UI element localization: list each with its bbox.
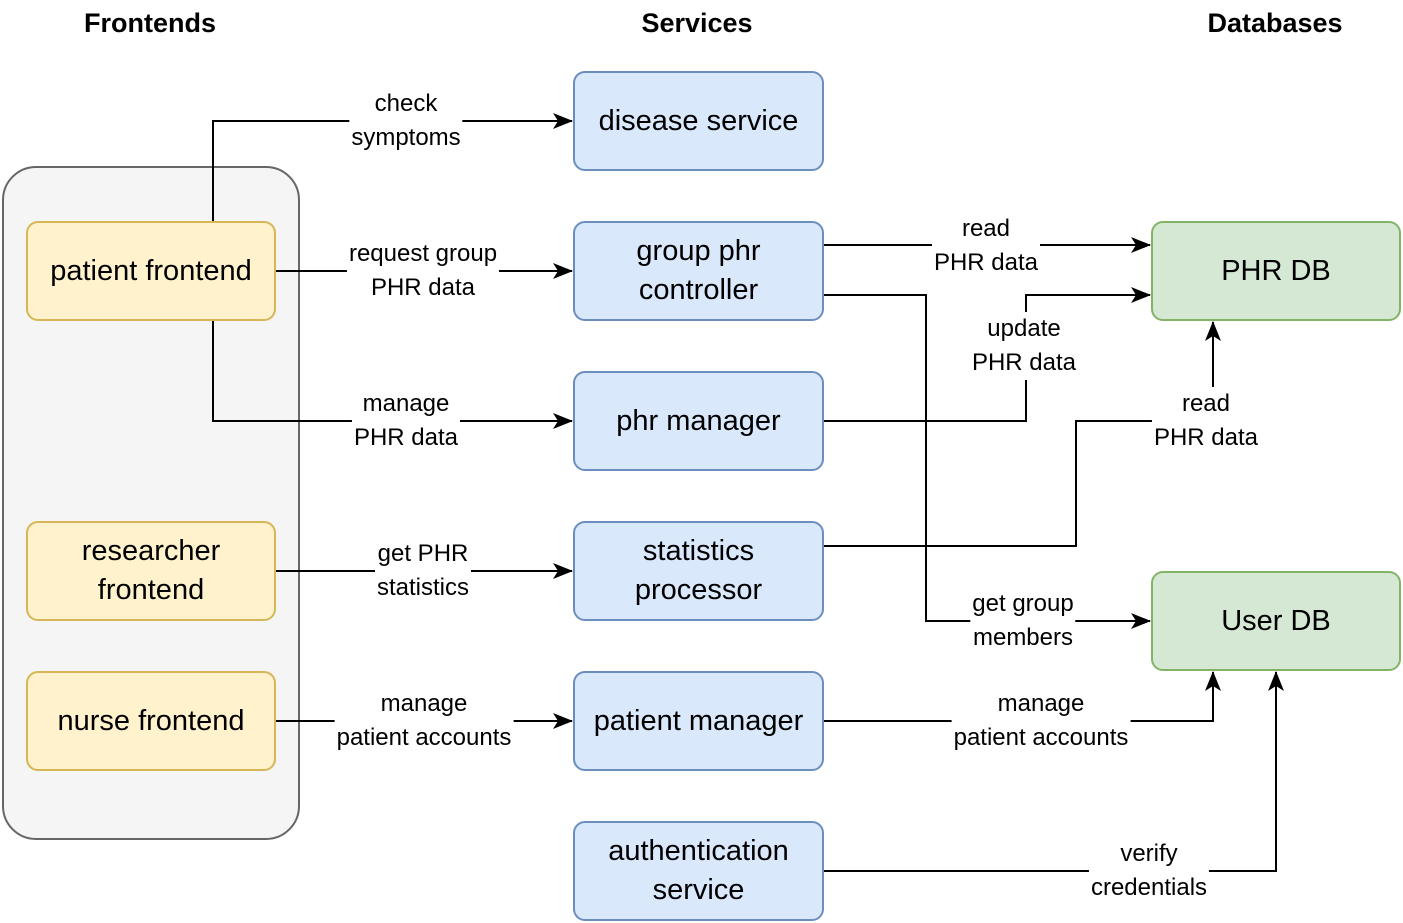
researcher-frontend-node: researcher frontend (26, 521, 276, 621)
phr-db-label: PHR DB (1221, 254, 1331, 287)
phr-db-node: PHR DB (1151, 221, 1401, 321)
label-read-phr-stats: read PHR data (1151, 387, 1261, 455)
frontends-header: Frontends (84, 8, 216, 38)
group-phr-controller-node: group phr controller (573, 221, 824, 321)
researcher-frontend-label: researcher frontend (81, 535, 221, 606)
statistics-processor-label: statistics processor (634, 535, 763, 606)
services-header: Services (641, 8, 753, 38)
disease-service-label: disease service (598, 104, 799, 137)
label-request-group-phr: request group PHR data (346, 237, 500, 305)
authentication-service-node: authentication service (573, 821, 824, 921)
authentication-service-label: authentication service (608, 835, 789, 906)
label-verify-credentials: verify credentials (1088, 837, 1210, 905)
patient-frontend-node: patient frontend (26, 221, 276, 321)
label-manage-phr: manage PHR data (351, 387, 461, 455)
label-get-group-members: get group members (970, 587, 1076, 655)
label-update-phr: update PHR data (969, 312, 1079, 380)
nurse-frontend-node: nurse frontend (26, 671, 276, 771)
patient-manager-label: patient manager (593, 704, 804, 737)
label-manage-patient-accounts-db: manage patient accounts (951, 687, 1131, 755)
databases-header: Databases (1207, 8, 1343, 38)
user-db-label: User DB (1221, 604, 1331, 637)
patient-manager-node: patient manager (573, 671, 824, 771)
disease-service-node: disease service (573, 71, 824, 171)
label-read-phr-group: read PHR data (931, 212, 1041, 280)
user-db-node: User DB (1151, 571, 1401, 671)
patient-frontend-label: patient frontend (50, 254, 252, 287)
edge-verify-credentials (824, 671, 1284, 872)
phr-manager-label: phr manager (616, 404, 781, 437)
phr-manager-node: phr manager (573, 371, 824, 471)
label-manage-patient-accounts-nurse: manage patient accounts (334, 687, 514, 755)
label-check-symptoms: check symptoms (349, 87, 463, 155)
statistics-processor-node: statistics processor (573, 521, 824, 621)
group-phr-controller-label: group phr controller (636, 235, 761, 306)
nurse-frontend-label: nurse frontend (57, 704, 245, 737)
label-get-phr-statistics: get PHR statistics (374, 537, 472, 605)
